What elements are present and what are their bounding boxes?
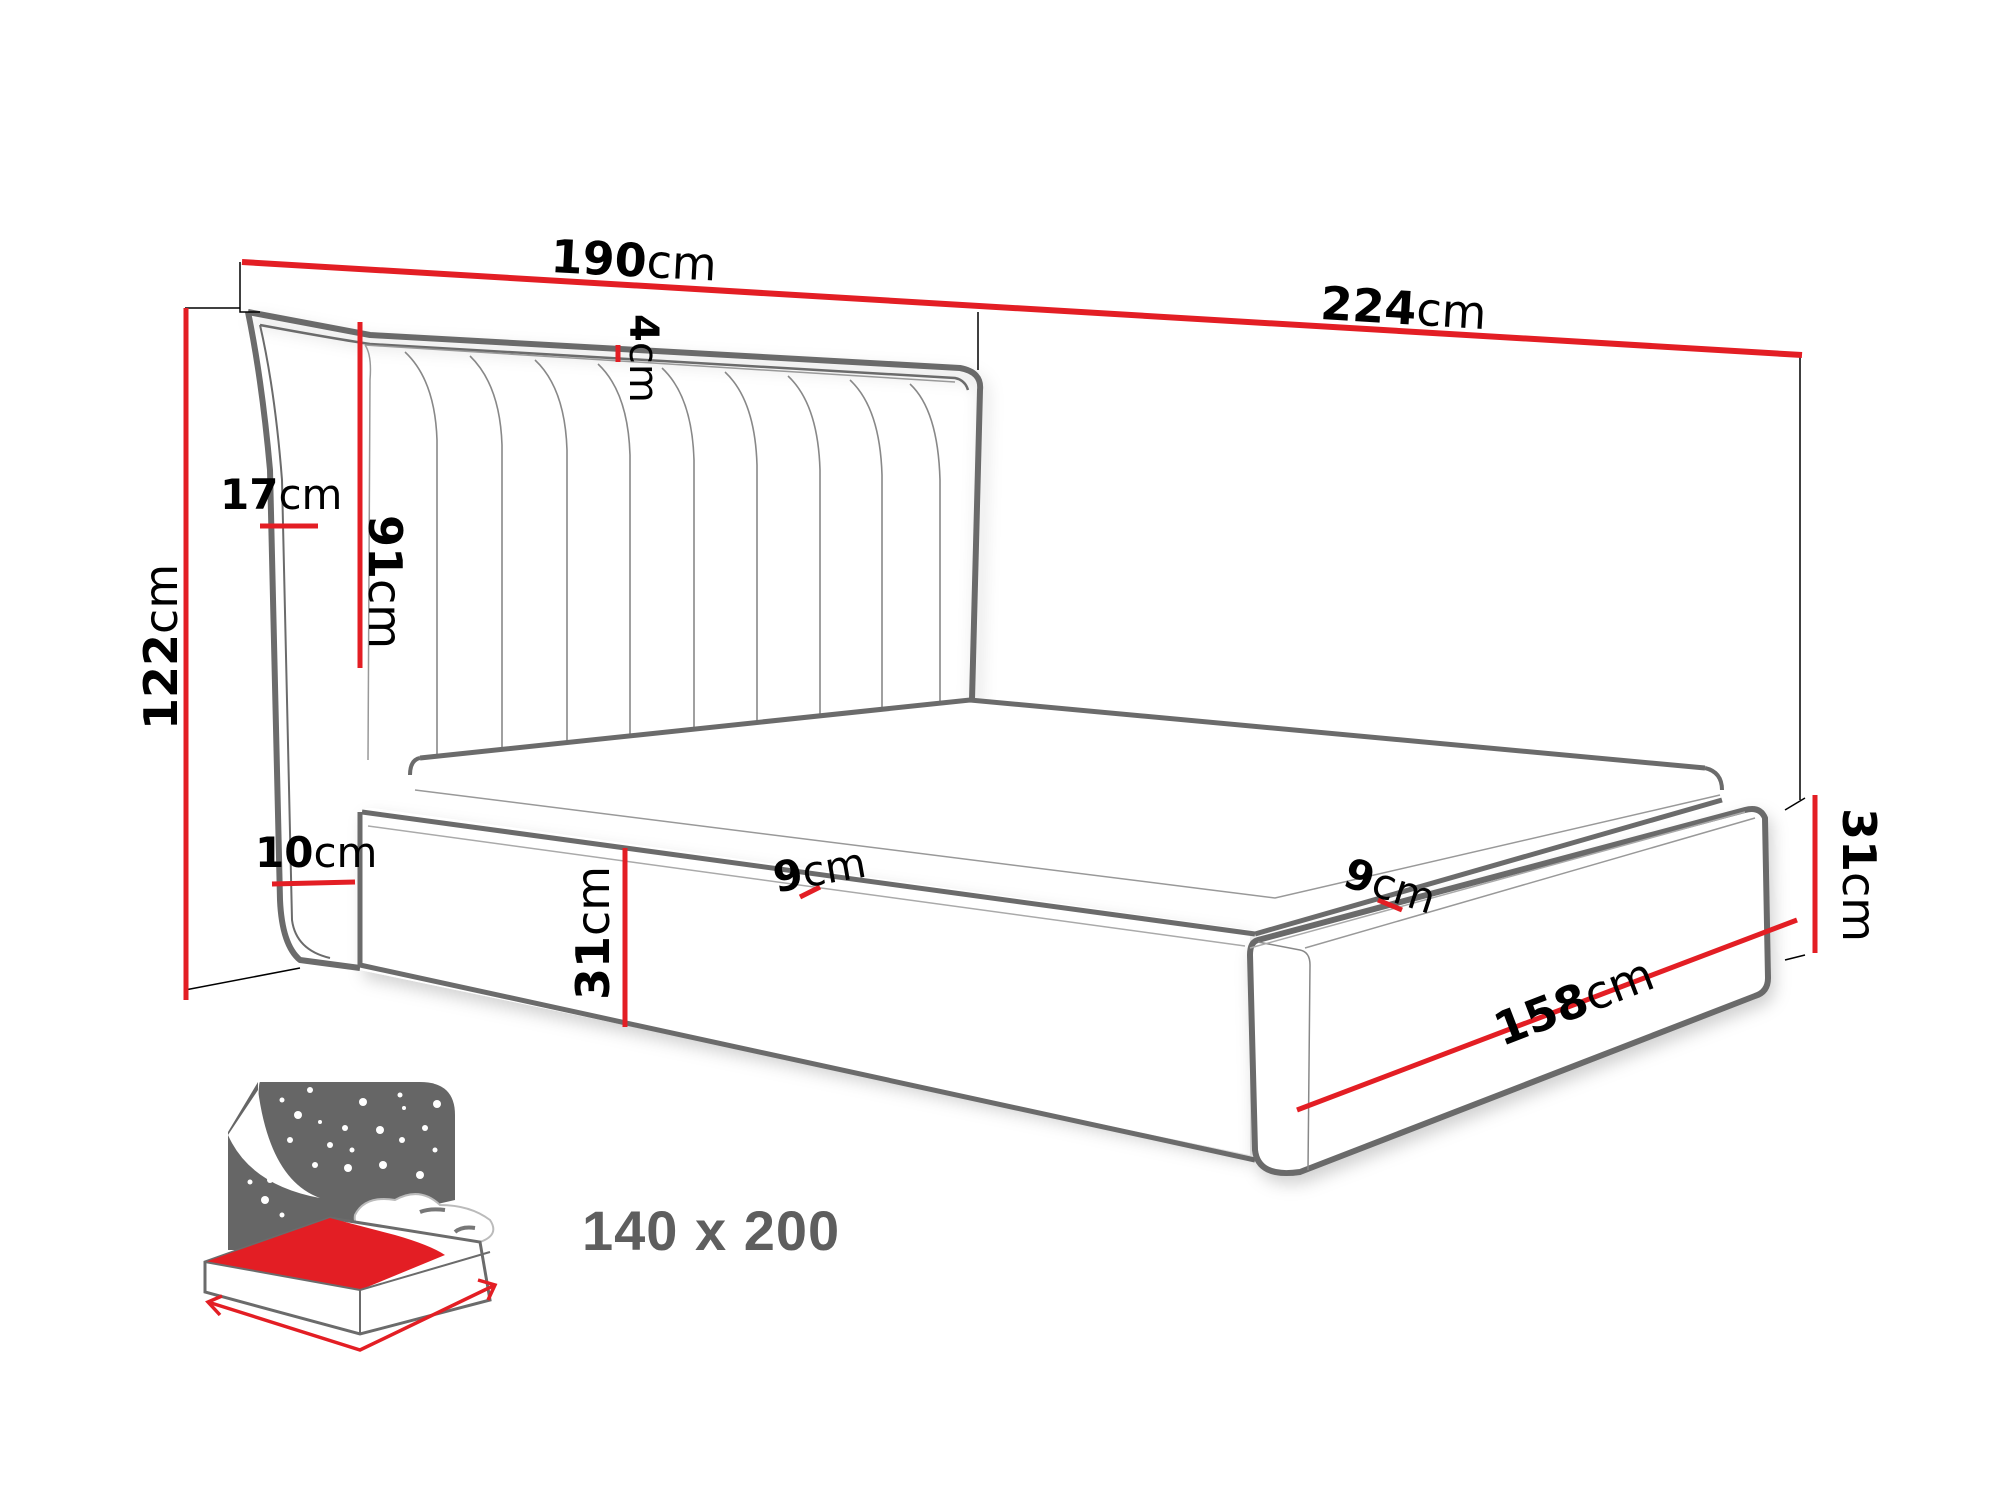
dim-label-frame-end-height: 31cm: [1832, 808, 1886, 943]
headboard-channels: [404, 351, 941, 760]
dim-label-frame-side-height: 31cm: [566, 865, 620, 1000]
dimension-lines: [183, 259, 1818, 1113]
dim-label-total-height: 122cm: [134, 563, 188, 730]
mattress-size-icon: [203, 1082, 498, 1352]
mattress-size-label: 140 x 200: [582, 1199, 841, 1262]
dim-label-headboard-top-thickness: 4cm: [620, 314, 666, 403]
dim-label-headboard-base-depth: 10cm: [255, 828, 378, 877]
dim-label-total-length: 224cm: [1318, 276, 1489, 341]
mattress: [408, 697, 1725, 905]
stars: [247, 1087, 441, 1218]
dim-label-headboard-side-wing: 17cm: [220, 470, 343, 519]
bed-frame: [357, 797, 1771, 1176]
dim-label-headboard-panel-height: 91cm: [358, 515, 412, 650]
headboard: [245, 309, 984, 971]
dim-label-headboard-width: 190cm: [549, 229, 719, 292]
